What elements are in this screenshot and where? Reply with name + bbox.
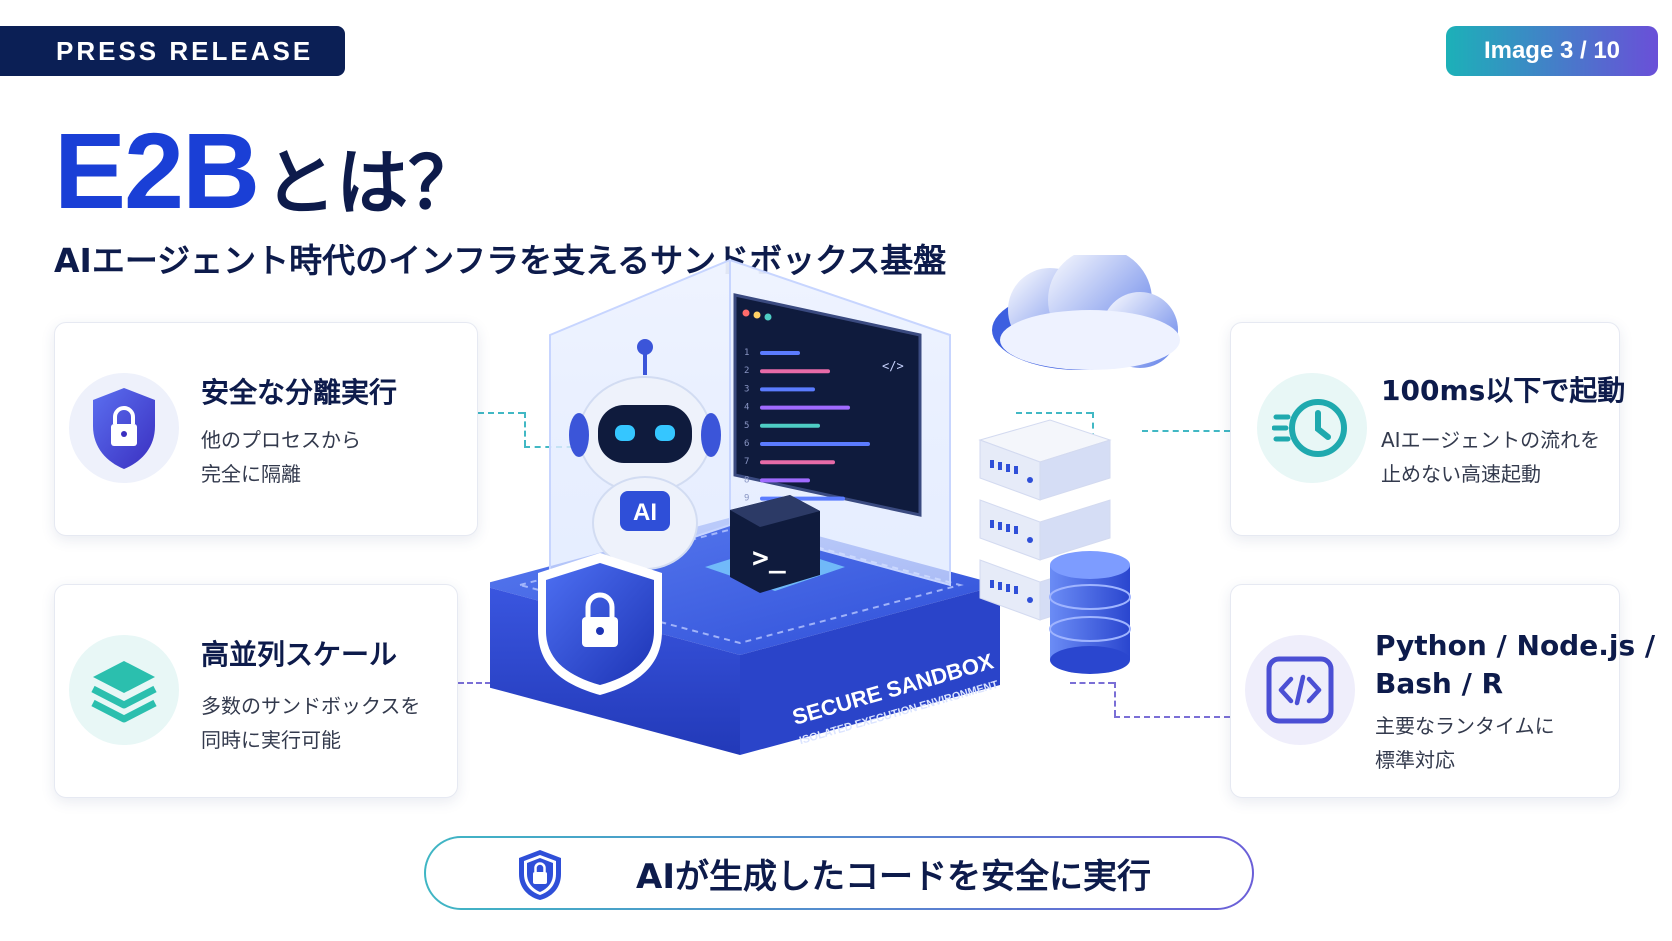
connector-scale <box>458 682 500 684</box>
tagline-text: AIが生成したコードを安全に実行 <box>636 856 1151 897</box>
feature-card-isolation: 安全な分離実行 他のプロセスから 完全に隔離 <box>54 322 478 536</box>
connector-runtime-end <box>1114 716 1230 718</box>
connector-startup-end <box>1142 430 1230 432</box>
startup-title: 100ms以下で起動 <box>1381 374 1626 407</box>
code-line <box>760 460 835 465</box>
connector-startup-vertical <box>1092 412 1094 450</box>
runtime-desc-line1: 主要なランタイムに <box>1375 714 1555 738</box>
title-suffix: とは？ <box>264 141 481 225</box>
isolation-title: 安全な分離実行 <box>201 376 398 409</box>
robot-icon: AI <box>569 339 721 570</box>
connector-isolation <box>478 412 524 414</box>
code-icon <box>1266 656 1334 724</box>
connector-runtime-vertical <box>1114 682 1116 716</box>
robot-ai-badge: AI <box>633 499 657 526</box>
code-line-number: 7 <box>744 457 749 467</box>
feature-card-runtime: Python / Node.js / Bash / R 主要なランタイムに 標準… <box>1230 584 1655 798</box>
security-shield-icon <box>538 553 662 695</box>
isolation-desc-line2: 完全に隔離 <box>201 462 301 486</box>
connector-startup <box>1016 412 1092 414</box>
connector-runtime <box>1070 682 1114 684</box>
scale-desc-line1: 多数のサンドボックスを <box>201 694 421 718</box>
scale-icon-circle <box>69 635 179 745</box>
code-line <box>760 405 850 410</box>
code-line-number: 1 <box>744 348 749 358</box>
code-line <box>760 423 820 428</box>
tagline-bar: AIが生成したコードを安全に実行 <box>424 836 1254 910</box>
code-editor-screen: </> 1 2 3 4 5 6 7 8 9 <box>733 293 922 517</box>
terminal-cube: >_ <box>705 495 845 593</box>
cloud-icon <box>992 255 1180 370</box>
code-line <box>760 442 870 446</box>
page-title: E2Bとは？ <box>54 108 480 231</box>
code-line-number: 4 <box>744 403 749 413</box>
startup-desc-line1: AIエージェントの流れを <box>1381 428 1601 452</box>
image-counter-badge: Image 3 / 10 <box>1446 26 1658 76</box>
press-release-badge: PRESS RELEASE <box>0 26 345 76</box>
isolation-desc-line1: 他のプロセスから <box>201 428 361 452</box>
code-line-number: 5 <box>744 421 749 431</box>
code-line-number: 3 <box>744 384 749 394</box>
isolation-icon-circle <box>69 373 179 483</box>
fast-clock-icon <box>1272 399 1347 457</box>
runtime-title-line1: Python / Node.js / <box>1375 629 1656 662</box>
shield-lock-icon <box>93 388 155 469</box>
code-line <box>760 478 810 483</box>
code-tag-text: </> <box>882 359 904 373</box>
title-e2b: E2B <box>54 110 260 231</box>
scale-desc-line2: 同時に実行可能 <box>201 728 341 752</box>
code-line-number: 8 <box>744 475 749 485</box>
code-line-number: 9 <box>744 494 749 504</box>
shield-lock-small-icon <box>519 850 561 900</box>
runtime-icon-circle <box>1245 635 1355 745</box>
scale-title: 高並列スケール <box>201 638 398 671</box>
layers-icon <box>91 661 157 723</box>
feature-card-scale: 高並列スケール 多数のサンドボックスを 同時に実行可能 <box>54 584 458 798</box>
page-subtitle: AIエージェント時代のインフラを支えるサンドボックス基盤 <box>54 241 947 280</box>
feature-card-startup: 100ms以下で起動 AIエージェントの流れを 止めない高速起動 <box>1230 322 1625 536</box>
code-line-number: 2 <box>744 366 749 376</box>
terminal-prompt: >_ <box>752 541 786 574</box>
startup-desc-line2: 止めない高速起動 <box>1381 462 1541 486</box>
code-line <box>760 387 815 392</box>
code-line-number: 6 <box>744 439 749 449</box>
code-line <box>760 369 830 374</box>
runtime-title-line2: Bash / R <box>1375 667 1504 700</box>
startup-icon-circle <box>1257 373 1367 483</box>
database-icon <box>1049 551 1131 674</box>
runtime-desc-line2: 標準対応 <box>1375 748 1455 772</box>
code-line <box>760 351 800 355</box>
connector-isolation-vertical <box>524 412 526 446</box>
